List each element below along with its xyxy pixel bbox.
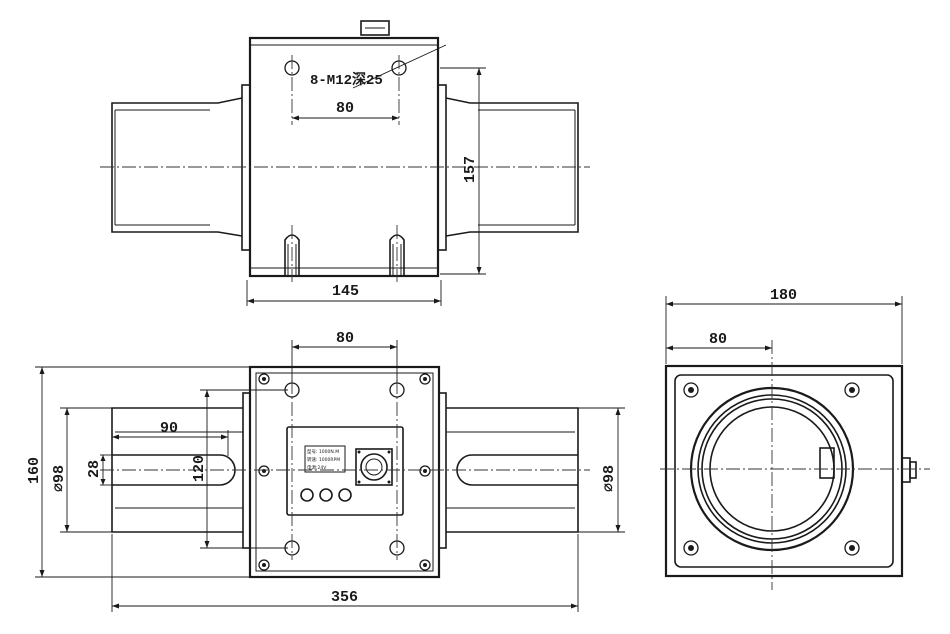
front-body [248,365,441,579]
front-dim-inner-height: 120 [191,455,208,482]
top-dim-body-length: 145 [332,283,359,300]
front-dim-total-height: 160 [26,457,43,484]
side-view: 180 80 [660,287,930,590]
top-thread-note: 8-M12深25 [310,71,383,89]
front-dim-hole-spacing: 80 [336,330,354,347]
side-inner-frame [674,374,894,568]
front-dim-slot-width: 28 [86,460,103,478]
side-corner-screws [683,382,860,556]
top-right-shaft [445,97,579,237]
side-dim-offset: 80 [709,331,727,348]
top-connector [360,20,390,36]
side-key [819,447,835,479]
front-dim-total-length: 356 [331,589,358,606]
front-corner-screws [258,373,431,571]
top-body [248,36,440,278]
front-dim-shaft-diameter-right: ⌀98 [601,465,618,492]
front-display-panel [286,426,404,516]
top-left-flange [241,84,251,251]
top-right-flange [437,84,447,251]
front-nameplate-line-2: 转速: 1000RPM [307,456,340,463]
front-nameplate-line-1: 型号: 1000N.M [307,448,339,455]
front-nameplate-line-3: 电源:24V [307,464,327,471]
front-indicator-2 [319,488,333,502]
front-dim-slot-length: 90 [160,420,178,437]
front-dim-shaft-diameter-left: ⌀98 [51,465,68,492]
side-connector [901,457,911,483]
front-view: 型号: 1000N.M 转速: 1000RPM 电源:24V 80 90 [26,330,625,612]
front-connector-socket [355,448,393,486]
top-dim-height: 157 [462,156,479,183]
top-view: 8-M12深25 80 145 157 [100,20,590,306]
front-indicator-3 [338,488,352,502]
front-right-shaft [446,407,579,533]
front-nameplate [304,445,346,473]
top-left-shaft [111,97,243,237]
front-indicator-1 [300,488,314,502]
top-dim-hole-spacing: 80 [336,100,354,117]
side-dim-width: 180 [770,287,797,304]
